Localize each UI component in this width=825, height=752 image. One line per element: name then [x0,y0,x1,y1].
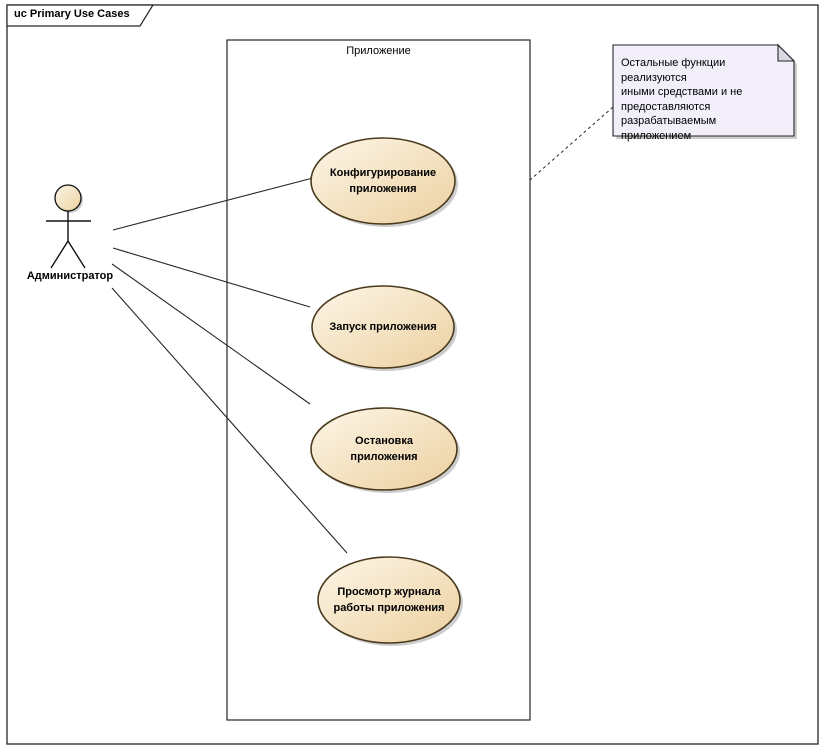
actor-leg-left [50,240,69,269]
actor-label: Администратор [26,270,114,282]
actor-figure [46,184,91,269]
association-line-configure [112,177,314,231]
association-line-stop [111,263,311,405]
note-fold-corner [777,43,796,62]
note-shape [612,44,795,137]
use-case-ellipse-stop [310,407,458,491]
use-case-label-stop: Остановка приложения [350,435,418,463]
system-boundary-label: Приложение [346,45,411,57]
use-case-ellipse-configure [310,137,456,225]
use-case-label-start: Запуск приложения [329,321,437,333]
use-case-ellipse-start [311,285,455,369]
frame-tab-label: uc Primary Use Cases [14,8,130,20]
use-case-label-log: Просмотр журнала работы приложения [333,586,445,614]
note-connector-line [529,106,614,181]
actor-leg-right [67,240,86,269]
actor-head [54,184,82,212]
frame-tab [6,4,155,27]
use-case-ellipse-log [317,556,461,644]
association-line-start [112,247,311,308]
note-text: Остальные функции реализуются иными сред… [621,57,743,142]
use-case-label-configure: Конфигурирование приложения [329,167,437,195]
association-line-log [111,287,348,554]
